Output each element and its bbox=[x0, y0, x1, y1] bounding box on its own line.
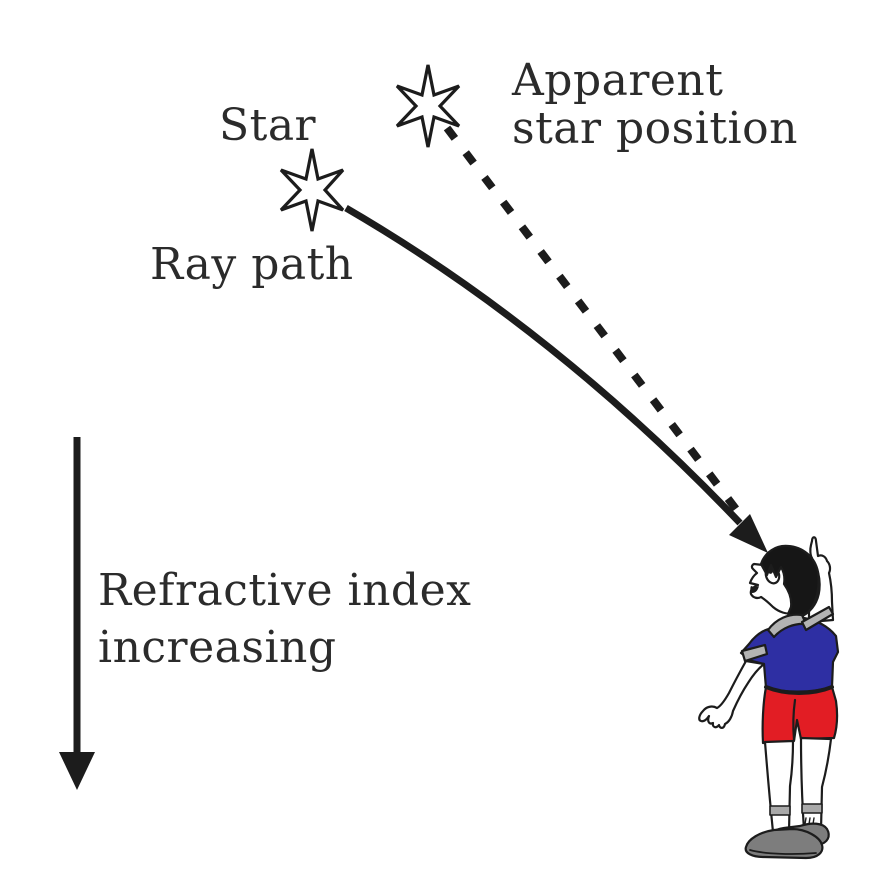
boy-front-shoe bbox=[744, 827, 824, 860]
star-label: Star bbox=[219, 100, 317, 151]
refractive-index-down-arrow bbox=[59, 437, 95, 790]
refractive-index-increasing-label: Refractive index increasing bbox=[98, 565, 472, 673]
boy-shoe-sole-line bbox=[749, 849, 817, 855]
boy-shorts-crease bbox=[792, 698, 797, 742]
boy-left-sleeve-trim bbox=[740, 643, 769, 663]
boy-hair bbox=[759, 544, 820, 618]
boy-right-sleeve-trim bbox=[800, 605, 835, 632]
ray-arrowhead-icon bbox=[729, 514, 768, 553]
actual-star-icon bbox=[279, 148, 345, 232]
ray-path-label: Ray path bbox=[150, 239, 354, 290]
refracted-ray-curve bbox=[344, 204, 743, 526]
boy-back-sock-band bbox=[801, 803, 823, 814]
boy-mouth bbox=[750, 586, 759, 593]
apparent-star-icon bbox=[395, 64, 461, 148]
apparent-star-position-label: Apparent star position bbox=[512, 55, 798, 154]
boy-front-leg bbox=[763, 739, 795, 834]
boy-front-sock-band bbox=[769, 805, 791, 816]
boy-waistband-line bbox=[764, 685, 834, 695]
boy-lowered-arm bbox=[698, 659, 766, 729]
boy-back-leg bbox=[799, 736, 833, 832]
apparent-ray-dashed-line bbox=[443, 125, 749, 524]
boy-shorts bbox=[761, 685, 839, 745]
observer-boy-figure bbox=[698, 536, 840, 860]
down-arrow-head-icon bbox=[59, 752, 95, 790]
